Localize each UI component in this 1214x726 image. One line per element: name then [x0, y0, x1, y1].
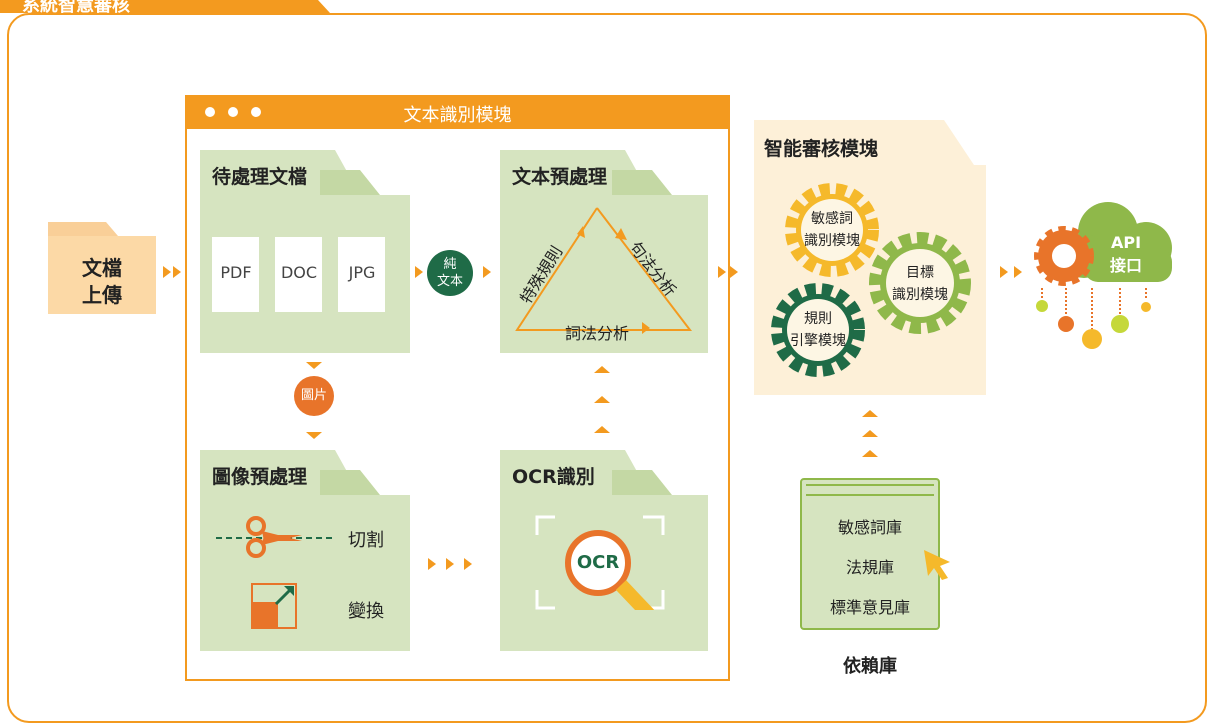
arrow-right-icon: [1014, 266, 1022, 278]
arrow-up-icon: [862, 430, 878, 437]
api-label-line2: 接口: [1109, 256, 1142, 275]
image-preprocess-title: 圖像預處理: [212, 466, 308, 488]
outer-frame: [7, 13, 1207, 723]
audit-module-title: 智能審核模塊: [764, 138, 879, 160]
arrow-right-icon: [718, 266, 726, 278]
text-preprocess-panel: [500, 195, 708, 353]
pending-docs-title: 待處理文檔: [212, 166, 308, 188]
library-caption: 依賴庫: [843, 656, 897, 677]
upload-label-line2: 上傳: [82, 283, 122, 307]
cursor-arrow-icon: [924, 550, 950, 580]
ocr-magnifier-label: OCR: [576, 552, 620, 573]
image-badge-label: 圖片: [300, 388, 327, 403]
image-badge: [294, 376, 334, 416]
doc-doc-icon: [275, 237, 322, 312]
header-title: 系統智慧審核: [22, 0, 130, 16]
gear-icon: [869, 232, 971, 334]
arrow-up-icon: [862, 410, 878, 417]
api-label-line1: API: [1110, 233, 1142, 252]
library-item: 標準意見庫: [829, 598, 910, 617]
gear-rule-line1: 規則: [804, 311, 832, 327]
jpg-doc-icon: [338, 237, 385, 312]
process-triangle-icon: [515, 207, 693, 334]
module-title: 文本識別模塊: [403, 105, 512, 126]
arrow-right-icon: [173, 266, 181, 278]
api-cloud-icon: [1034, 202, 1172, 349]
arrow-down-icon: [306, 362, 322, 369]
arrow-right-icon: [446, 558, 454, 570]
upload-label-line1: 文檔: [82, 256, 122, 280]
scissors-icon: [216, 516, 332, 558]
library-book-pages: [806, 484, 934, 496]
doc-type-label: JPG: [348, 263, 376, 282]
plain-text-badge: [427, 250, 473, 296]
image-preprocess-panel: [200, 495, 410, 651]
audit-module-tab: [754, 120, 974, 165]
window-dot-icon: [251, 107, 261, 117]
module-header: [185, 95, 730, 129]
arrow-right-icon: [730, 266, 738, 278]
arrow-up-icon: [594, 366, 610, 373]
library-item: 敏感詞庫: [837, 518, 902, 537]
ocr-title: OCR識別: [512, 466, 595, 488]
window-dot-icon: [228, 107, 238, 117]
arrow-up-icon: [594, 426, 610, 433]
arrow-right-icon: [428, 558, 436, 570]
header-tab: [0, 0, 330, 13]
gear-target-line1: 目標: [906, 265, 934, 281]
window-dot-icon: [205, 107, 215, 117]
cut-label: 切割: [348, 530, 384, 551]
arrow-up-icon: [594, 396, 610, 403]
gear-target-line2: 識別模塊: [892, 287, 948, 303]
arrow-right-icon: [415, 266, 423, 278]
pdf-doc-icon: [212, 237, 259, 312]
arrow-right-icon: [483, 266, 491, 278]
arrow-right-icon: [464, 558, 472, 570]
text-preprocess-title: 文本預處理: [512, 166, 608, 188]
arrow-up-icon: [862, 450, 878, 457]
transform-icon: [251, 583, 297, 629]
arrow-right-icon: [163, 266, 171, 278]
arrow-right-icon: [1000, 266, 1008, 278]
lexical-side-label: 詞法分析: [565, 324, 630, 343]
plain-text-badge-line1: 純: [443, 257, 457, 272]
transform-label: 變換: [348, 601, 384, 622]
plain-text-badge-line2: 文本: [436, 274, 463, 289]
gear-icon: [785, 183, 879, 277]
doc-type-label: PDF: [220, 263, 252, 282]
ocr-frame-icon: [535, 515, 665, 610]
gear-sensitive-line2: 識別模塊: [804, 233, 860, 249]
gear-sensitive-line1: 敏感詞: [811, 211, 853, 227]
gear-icon: [771, 283, 865, 377]
upload-block: 文檔 上傳: [48, 222, 156, 314]
doc-type-label: DOC: [280, 263, 318, 282]
library-item: 法規庫: [845, 558, 894, 577]
gear-rule-line2: 引擎模塊: [790, 333, 846, 349]
arrow-down-icon: [306, 432, 322, 439]
library-book: [800, 478, 940, 630]
